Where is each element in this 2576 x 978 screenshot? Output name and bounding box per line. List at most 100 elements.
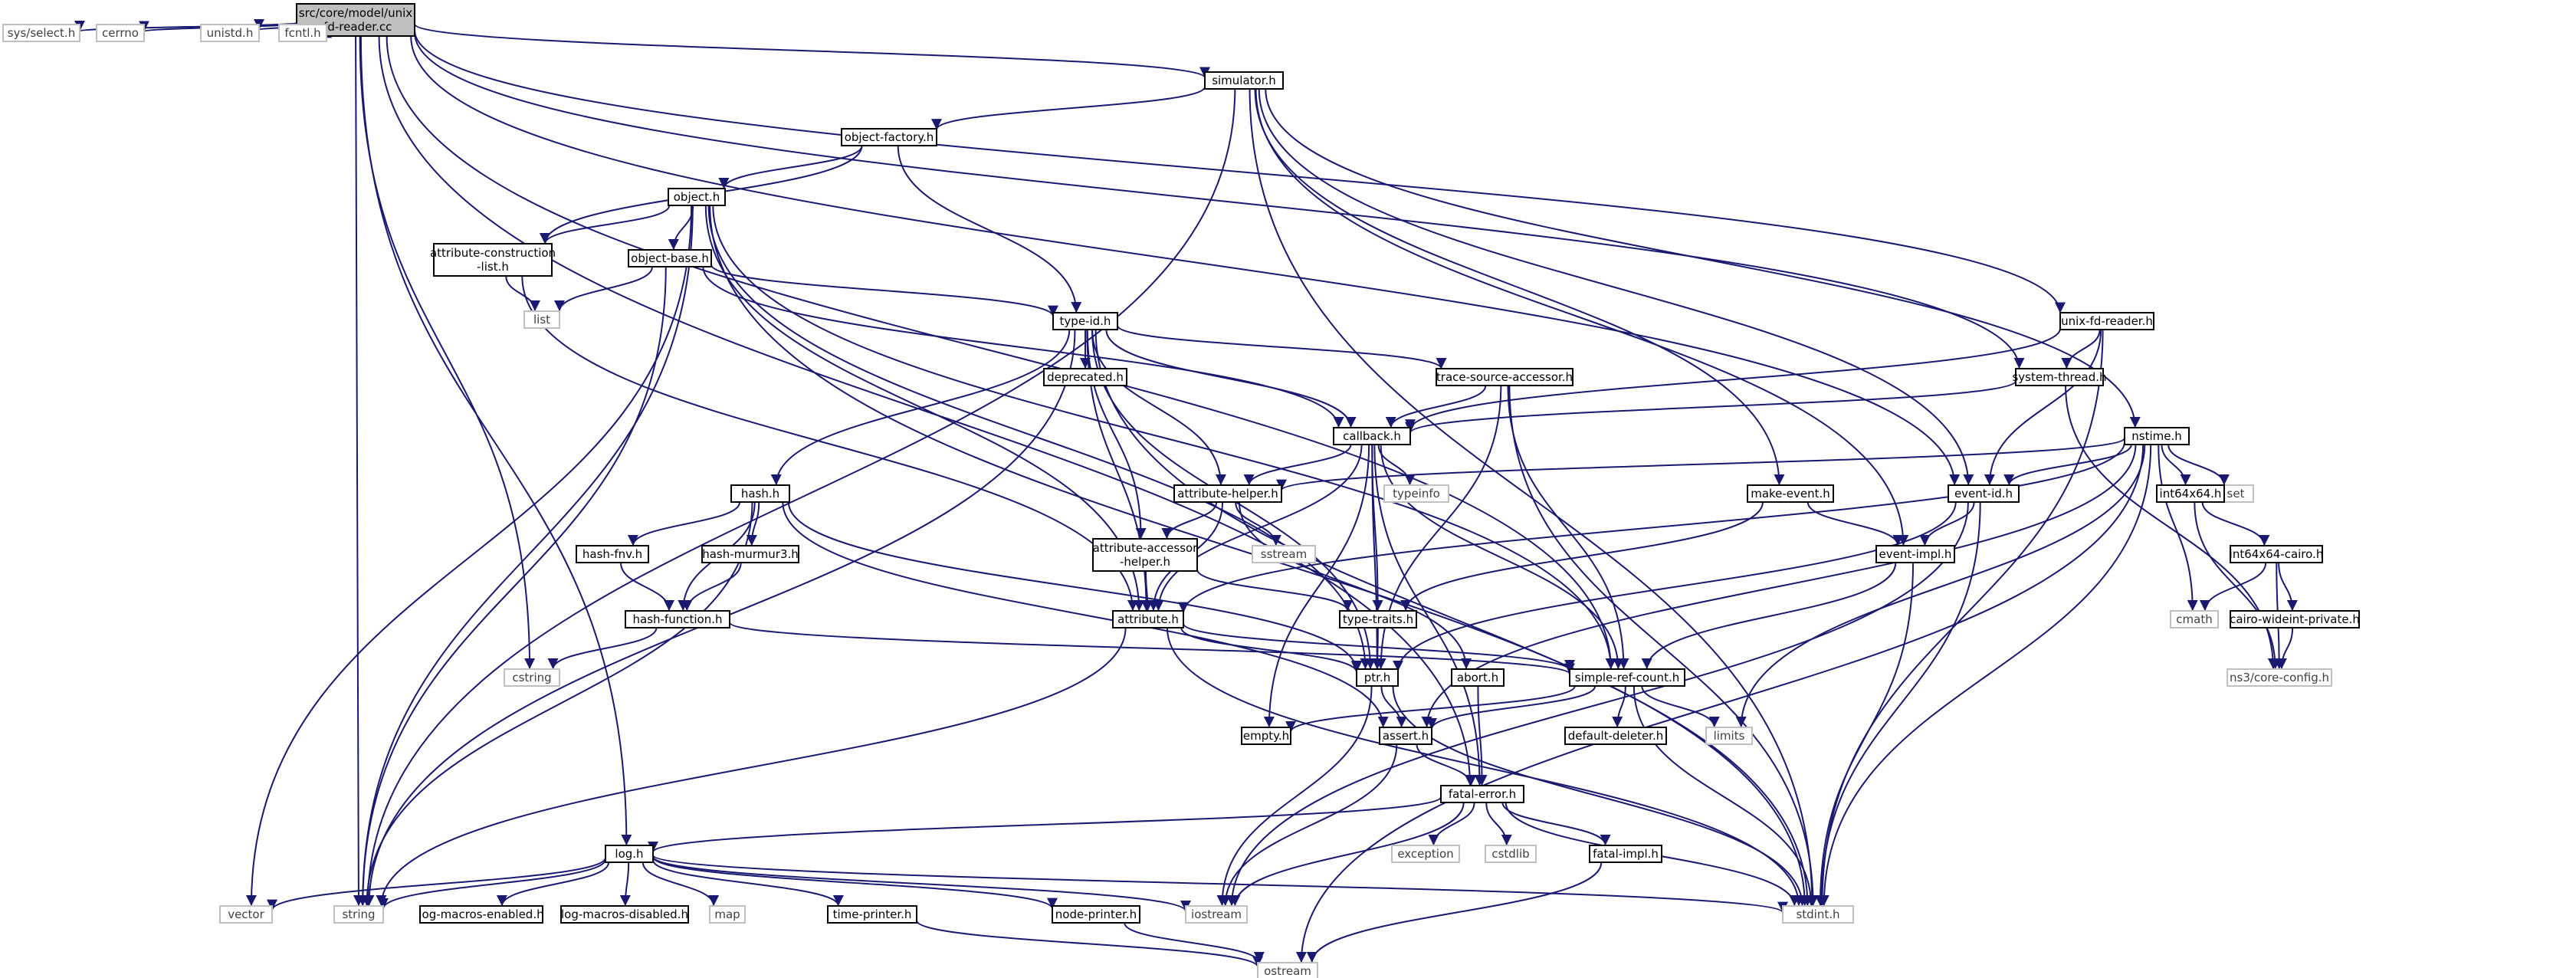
node-label: assert.h — [1383, 729, 1429, 743]
node-hashfnv[interactable]: hash-fnv.h — [576, 545, 649, 563]
node-box — [668, 188, 726, 206]
node-nodeprinter[interactable]: node-printer.h — [1052, 905, 1140, 924]
node-tracesrc[interactable]: trace-source-accessor.h — [1436, 368, 1573, 386]
node-typetraits[interactable]: type-traits.h — [1339, 610, 1417, 628]
node-label: fatal-error.h — [1449, 787, 1516, 801]
node-attribute[interactable]: attribute.h — [1112, 610, 1184, 628]
edge-typeid-to-tracesrc — [1117, 325, 1447, 369]
node-timeprinter[interactable]: time-printer.h — [827, 905, 917, 924]
node-sstream: sstream — [1252, 545, 1316, 563]
node-box — [2230, 610, 2360, 628]
node-simplerefcount[interactable]: simple-ref-count.h — [1569, 668, 1685, 687]
edge-object-to-ptr — [707, 205, 1371, 670]
node-label: unistd.h — [207, 26, 254, 40]
node-cairowide[interactable]: cairo-wideint-private.h — [2230, 610, 2360, 628]
node-unistd: unistd.h — [200, 24, 260, 42]
node-box — [1173, 484, 1282, 503]
edge-attrhelper-to-attraccessor — [1161, 501, 1218, 540]
node-attrconst[interactable]: attribute-construction-list.h — [430, 243, 556, 277]
edge-simulator-to-objectfactory — [931, 86, 1206, 130]
edge-root-to-fatalerror — [378, 35, 1475, 786]
node-stdint: stdint.h — [1782, 905, 1854, 924]
node-box — [1052, 905, 1140, 924]
node-box — [2156, 484, 2225, 503]
node-label: ostream — [1264, 964, 1311, 978]
node-label: typeinfo — [1393, 487, 1440, 500]
node-attraccessor[interactable]: attribute-accessor-helper.h — [1092, 538, 1199, 572]
edge-fatalerror-to-cstdlib — [1485, 802, 1512, 846]
node-label: type-id.h — [1060, 314, 1111, 328]
node-hash[interactable]: hash.h — [730, 484, 790, 503]
node-label: fatal-impl.h — [1593, 847, 1659, 861]
node-box — [200, 24, 260, 42]
edge-objectfactory-to-object — [718, 145, 863, 189]
node-object[interactable]: object.h — [668, 188, 726, 206]
edge-hashfunction-to-cstring — [547, 627, 658, 670]
edge-tracesrc-to-callback — [1385, 385, 1487, 428]
edge-attraccessor-to-attribute — [1142, 570, 1153, 612]
edge-nstime-to-cmath — [2158, 444, 2198, 612]
edge-objectfactory-to-typeid — [897, 145, 1082, 313]
node-abort[interactable]: abort.h — [1451, 668, 1505, 687]
node-makeevent[interactable]: make-event.h — [1747, 484, 1834, 503]
node-label: hash-murmur3.h — [702, 547, 799, 561]
edge-int64x64-to-coreconfig — [2194, 501, 2281, 670]
node-box — [560, 905, 689, 924]
node-attrhelper[interactable]: attribute-helper.h — [1173, 484, 1282, 503]
node-typeinfo: typeinfo — [1383, 484, 1449, 503]
node-box — [2124, 427, 2190, 445]
node-objectbase[interactable]: object-base.h — [628, 249, 712, 267]
node-hashfunction[interactable]: hash-function.h — [625, 610, 730, 628]
node-label: ptr.h — [1364, 671, 1390, 684]
edge-nstime-to-limits — [1735, 444, 2146, 728]
node-box — [219, 905, 273, 924]
node-nstime[interactable]: nstime.h — [2124, 427, 2190, 445]
node-label: cairo-wideint-private.h — [2230, 612, 2360, 626]
node-log[interactable]: log.h — [605, 845, 654, 863]
edge-log-to-string — [378, 858, 606, 910]
node-root[interactable]: src/core/model/unix-fd-reader.cc — [296, 3, 415, 37]
node-defaultdeleter[interactable]: default-deleter.h — [1564, 727, 1667, 745]
node-box — [1092, 538, 1198, 572]
node-eventid[interactable]: event-id.h — [1948, 484, 2020, 503]
node-typeid[interactable]: type-id.h — [1052, 312, 1118, 330]
node-fatalimpl[interactable]: fatal-impl.h — [1589, 845, 1662, 863]
node-box — [1204, 71, 1284, 90]
edge-hash-to-string — [361, 501, 753, 907]
node-box — [625, 610, 730, 628]
node-deprecated[interactable]: deprecated.h — [1043, 368, 1127, 386]
node-systemthread[interactable]: system-thread.h — [2012, 368, 2107, 386]
node-ptr[interactable]: ptr.h — [1356, 668, 1399, 687]
node-label: ns3/core-config.h — [2230, 671, 2329, 684]
node-callback[interactable]: callback.h — [1333, 427, 1411, 445]
node-unixfdreader[interactable]: unix-fd-reader.h — [2059, 312, 2154, 330]
node-fatalerror[interactable]: fatal-error.h — [1440, 785, 1524, 803]
edge-typeid-to-hash — [770, 329, 1071, 486]
node-box — [1782, 905, 1854, 924]
node-label: type-traits.h — [1343, 612, 1413, 626]
node-int64x64[interactable]: int64x64.h — [2156, 484, 2225, 503]
edge-attribute-to-simplerefcount — [1183, 623, 1575, 671]
node-label: time-printer.h — [833, 907, 912, 921]
edge-simulator-to-eventimpl — [1255, 88, 1909, 546]
node-empty[interactable]: empty.h — [1241, 727, 1291, 745]
node-logmacrosen[interactable]: log-macros-enabled.h — [418, 905, 544, 924]
node-box — [1241, 727, 1291, 745]
node-eventimpl[interactable]: event-impl.h — [1875, 545, 1955, 563]
node-label: string — [342, 907, 375, 921]
node-simulator[interactable]: simulator.h — [1204, 71, 1284, 90]
node-label: log.h — [615, 847, 643, 861]
node-assert[interactable]: assert.h — [1379, 727, 1432, 745]
node-coreconfig: ns3/core-config.h — [2227, 668, 2332, 687]
edge-log-to-vector — [267, 857, 606, 911]
node-label: -fd-reader.cc — [320, 20, 392, 34]
node-objectfactory[interactable]: object-factory.h — [841, 128, 937, 146]
node-int64cairo[interactable]: int64x64-cairo.h — [2230, 545, 2324, 563]
node-logmacrosdis[interactable]: log-macros-disabled.h — [560, 905, 689, 924]
node-box — [628, 249, 712, 267]
node-box — [730, 484, 790, 503]
edge-nstime-to-attribute — [1178, 441, 2125, 613]
node-label: cstring — [512, 671, 551, 684]
edge-root-to-log — [359, 35, 632, 846]
node-hashmurmur[interactable]: hash-murmur3.h — [701, 545, 799, 563]
